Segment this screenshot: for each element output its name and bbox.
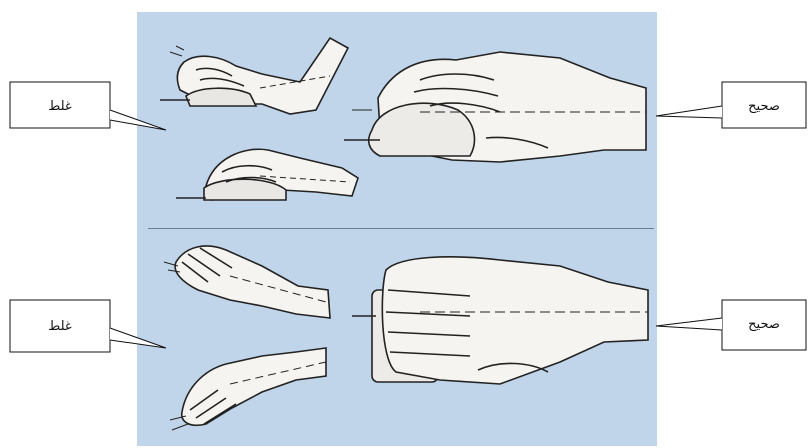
- callout-bottom-left-label: غلط: [48, 319, 72, 334]
- callout-top-right-label: صحيح: [748, 99, 780, 114]
- correct-straight-hand-top-view: [352, 257, 648, 384]
- wrong-bent-wrist-down-hand: [176, 149, 358, 200]
- wrong-deviated-wrist-hand-bottom: [170, 348, 326, 430]
- correct-neutral-wrist-hand: [344, 52, 646, 162]
- wrong-deviated-wrist-hand-top: [164, 246, 330, 318]
- callout-top-right: صحيح: [656, 82, 806, 128]
- callout-bottom-left: غلط: [10, 300, 166, 352]
- callout-bottom-right-label: صحيح: [748, 317, 780, 332]
- callout-top-left-label: غلط: [48, 99, 72, 114]
- callout-bottom-right: صحيح: [656, 300, 806, 350]
- callout-top-left: غلط: [10, 82, 166, 130]
- wrong-bent-wrist-up-hand: [160, 38, 348, 114]
